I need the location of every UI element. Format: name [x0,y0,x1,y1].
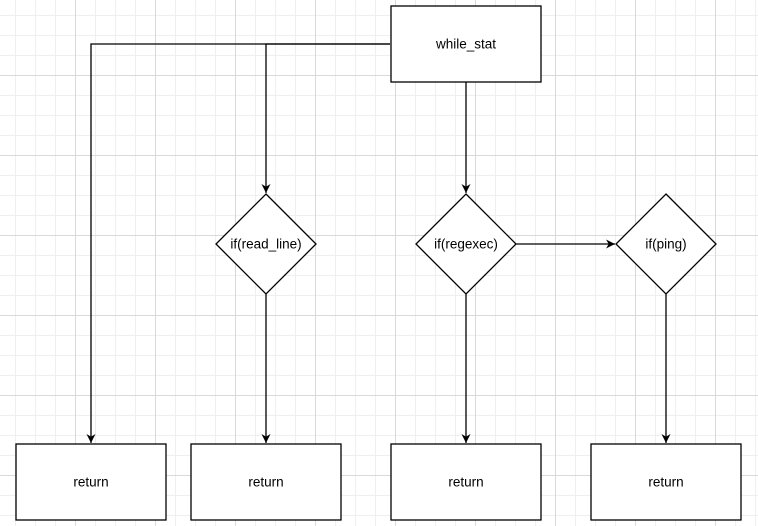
edge-while-to-read-line [261,43,390,193]
return-node-2[interactable] [190,443,342,521]
decision-regexec-label: if(regexec) [434,236,498,252]
return-node-3-label: return [448,474,484,490]
decision-node-read-line[interactable] [215,193,317,295]
decision-ping-label: if(ping) [645,236,687,252]
decision-read-line-label: if(read_line) [230,236,302,252]
return-node-1-label: return [73,474,109,490]
return-node-4[interactable] [590,443,742,521]
return-node-3[interactable] [390,443,542,521]
return-node-4-label: return [648,474,684,490]
start-node-label: while_stat [435,36,497,52]
return-node-2-label: return [248,474,284,490]
decision-node-ping[interactable] [615,193,717,295]
decision-node-regexec[interactable] [415,193,517,295]
return-node-1[interactable] [15,443,167,521]
start-node-while-stat[interactable] [390,5,542,83]
